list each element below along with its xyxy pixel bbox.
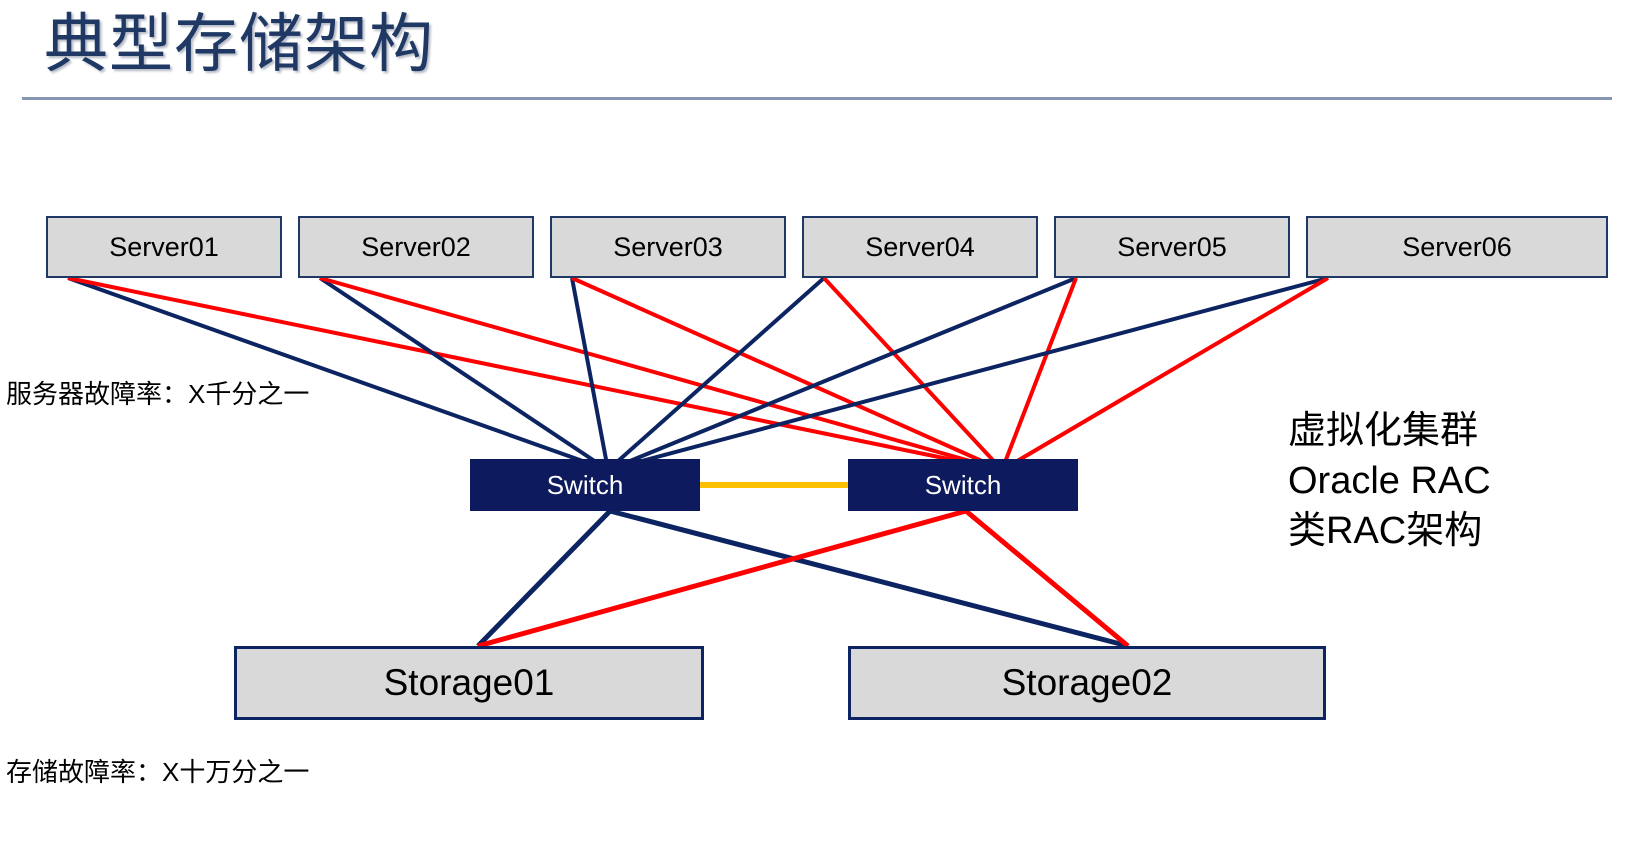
page-title: 典型存储架构: [44, 8, 434, 80]
node-server-03[interactable]: Server03: [550, 216, 786, 278]
node-label: Server04: [865, 231, 975, 262]
link-server3-to-switch-right: [571, 276, 1003, 472]
link-server5-to-switch-right: [1000, 277, 1078, 471]
node-label: Server02: [361, 231, 471, 262]
node-label: Switch: [924, 469, 1002, 500]
link-server2-to-switch-right: [319, 276, 1003, 472]
note-cluster-types: 虚拟化集群 Oracle RAC 类RAC架构: [1288, 406, 1491, 556]
cluster-line-3: 类RAC架构: [1288, 510, 1483, 552]
link-switch-right-to-storage02: [964, 509, 1130, 648]
node-switch-left[interactable]: Switch: [470, 459, 700, 511]
link-switch-right-to-storage01: [477, 508, 967, 649]
node-label: Storage02: [1001, 662, 1173, 703]
node-server-05[interactable]: Server05: [1054, 216, 1290, 278]
link-server6-to-switch-right: [1000, 276, 1330, 472]
node-storage-01[interactable]: Storage01: [234, 646, 704, 720]
link-server2-to-switch-left: [318, 276, 610, 472]
link-server4-to-switch-right: [822, 276, 1004, 472]
node-label: Switch: [546, 469, 624, 500]
node-storage-02[interactable]: Storage02: [848, 646, 1326, 720]
link-switch-left-to-storage02: [609, 508, 1129, 649]
node-label: Server06: [1402, 231, 1512, 262]
node-label: Server05: [1117, 231, 1227, 262]
node-server-01[interactable]: Server01: [46, 216, 282, 278]
link-server5-to-switch-left: [607, 276, 1077, 472]
link-server6-to-switch-left: [607, 276, 1329, 472]
node-server-02[interactable]: Server02: [298, 216, 534, 278]
node-switch-right[interactable]: Switch: [848, 459, 1078, 511]
node-label: Server03: [613, 231, 723, 262]
cluster-line-2: Oracle RAC: [1288, 460, 1491, 502]
node-label: Storage01: [383, 662, 555, 703]
link-server3-to-switch-left: [570, 277, 610, 471]
cluster-line-1: 虚拟化集群: [1288, 410, 1479, 452]
node-label: Server01: [109, 231, 219, 262]
link-server4-to-switch-left: [606, 276, 826, 472]
link-switch-left-to-storage01: [476, 509, 612, 648]
node-server-04[interactable]: Server04: [802, 216, 1038, 278]
note-server-failure-rate: 服务器故障率：X千分之一: [6, 379, 310, 409]
note-storage-failure-rate: 存储故障率：X十万分之一: [6, 757, 310, 787]
title-divider: [22, 97, 1612, 100]
node-server-06[interactable]: Server06: [1306, 216, 1608, 278]
